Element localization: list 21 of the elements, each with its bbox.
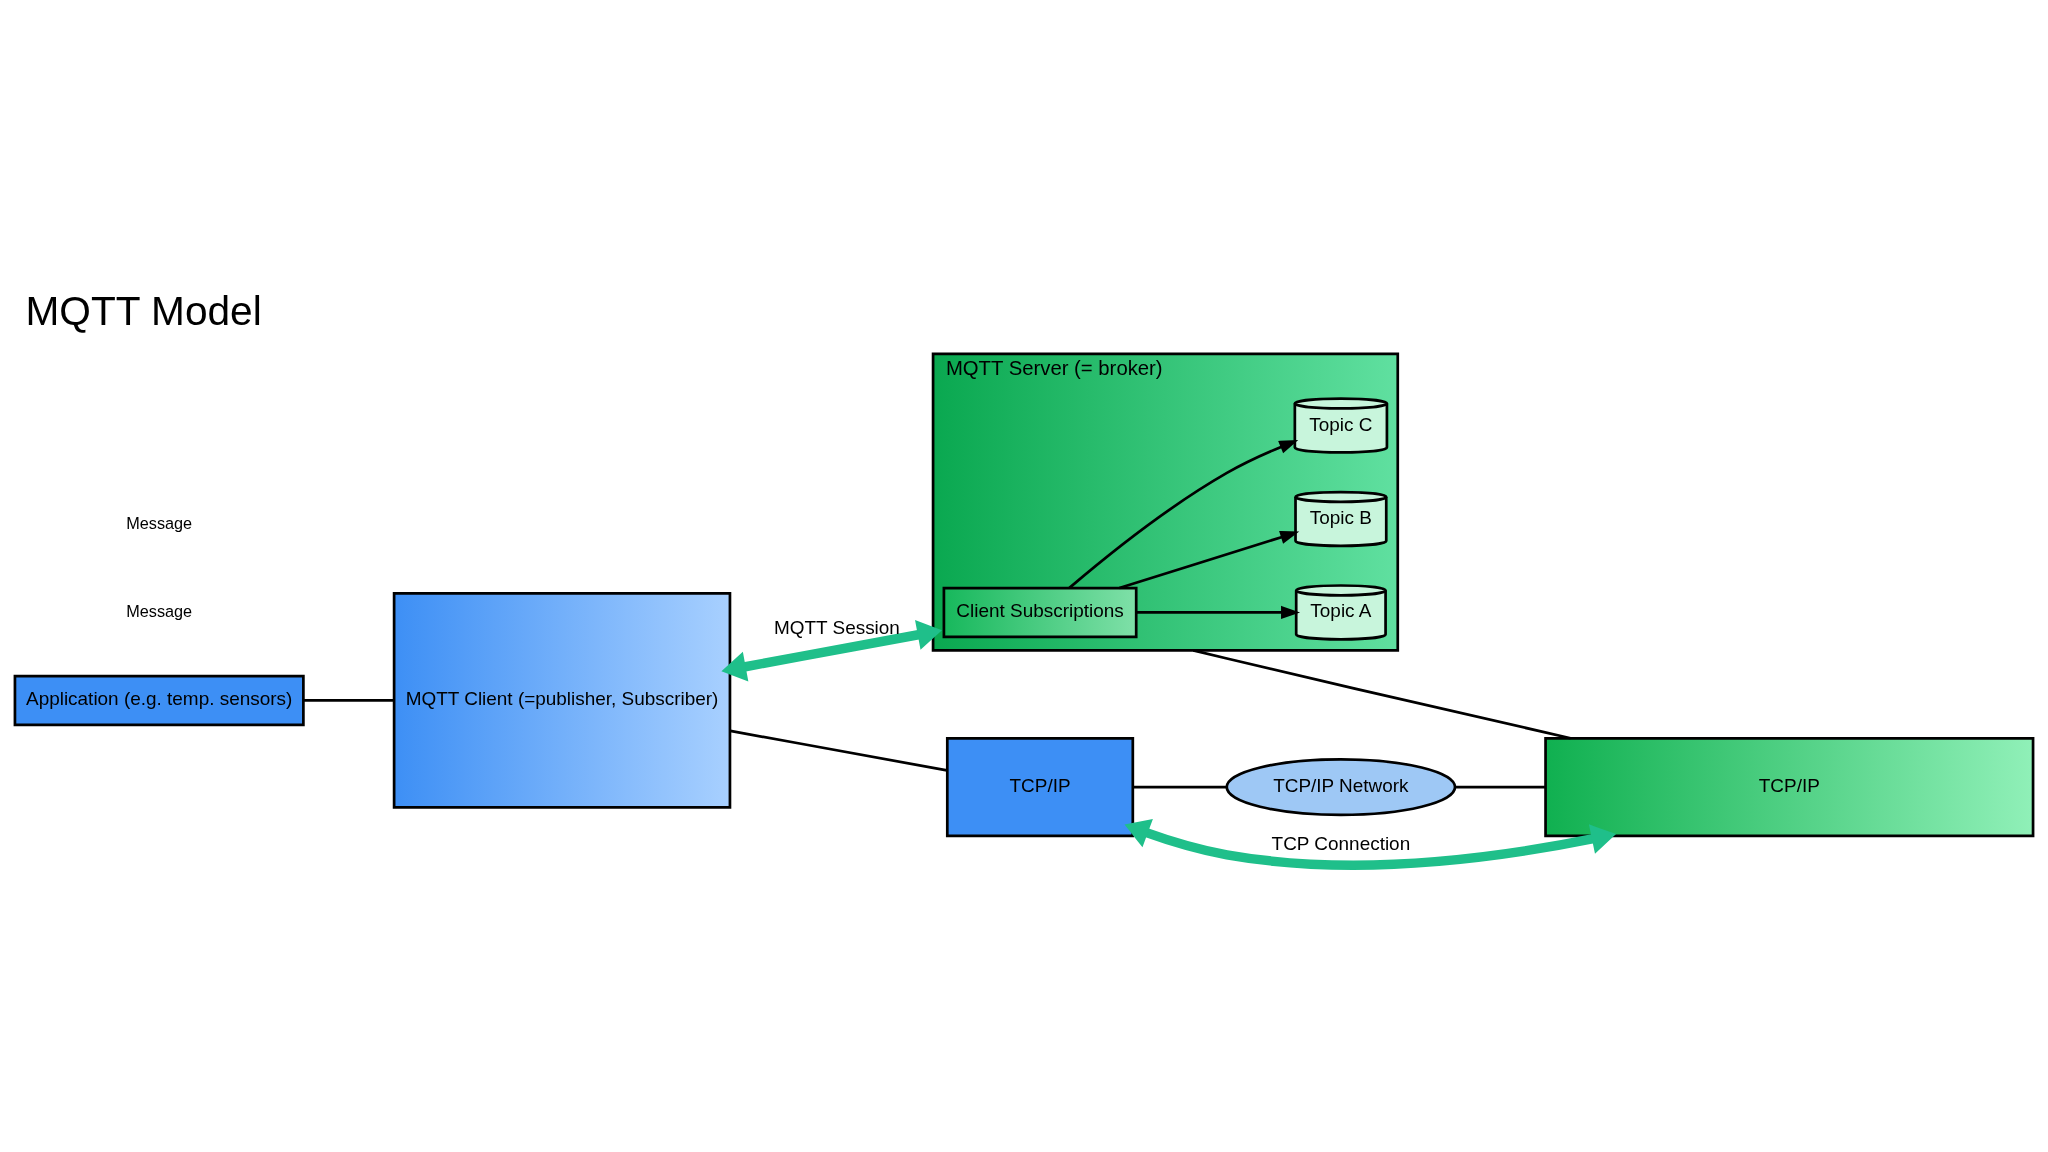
edge-label: TCP Connection (1271, 832, 1411, 854)
edge-label: MQTT Session (773, 616, 900, 638)
arrow (1068, 439, 1299, 589)
arrow (1118, 530, 1300, 589)
connector (730, 729, 948, 772)
node-box: Client Subscriptions (942, 586, 1138, 638)
arrow (721, 619, 942, 682)
connector (303, 698, 394, 702)
connector (1192, 648, 1571, 740)
label: Message (126, 601, 193, 620)
diagram-title: MQTT Model (25, 287, 262, 334)
node-box: Application (e.g. temp. sensors) (13, 674, 305, 726)
node-box: TCP/IP (945, 736, 1135, 837)
node-ellipse: TCP/IP Network (1225, 757, 1457, 816)
node-box: TCP/IP (1544, 736, 2035, 837)
arrow (1136, 605, 1301, 619)
connector (1455, 785, 1546, 788)
label: Message (126, 513, 193, 532)
arrow (1124, 818, 1617, 870)
node-box: MQTT Client (=publisher, Subscriber) (392, 591, 732, 809)
connector (1132, 785, 1227, 788)
